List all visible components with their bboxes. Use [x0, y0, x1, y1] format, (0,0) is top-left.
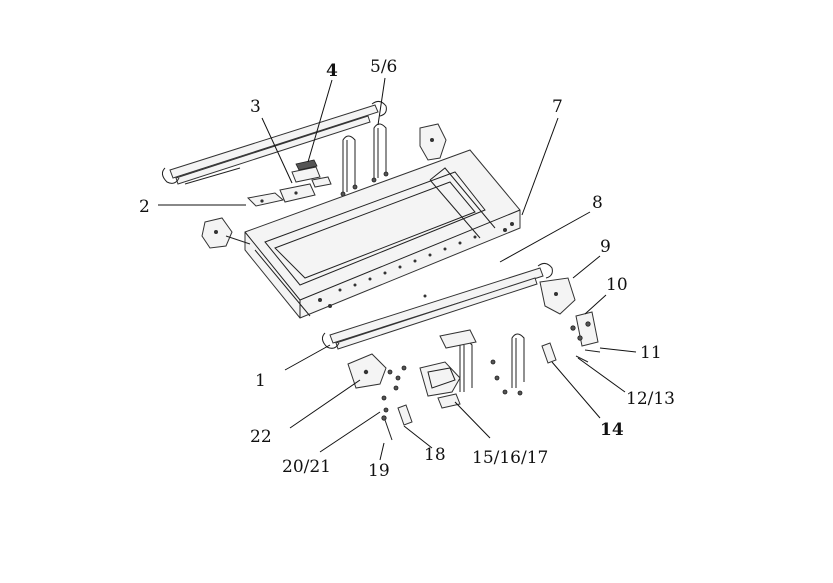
- callout-14: 14: [600, 420, 624, 440]
- callout-9: 9: [600, 237, 611, 257]
- callout-5-6: 5/6: [370, 57, 397, 77]
- callout-7: 7: [552, 97, 563, 117]
- spring-pin: [541, 342, 557, 364]
- callout-4: 4: [326, 61, 338, 81]
- small-hardware: [381, 365, 413, 441]
- frame-holes: [318, 222, 514, 308]
- callout-3: 3: [250, 97, 261, 117]
- callout-1: 1: [255, 371, 266, 391]
- callout-2: 2: [139, 197, 150, 217]
- callout-18: 18: [424, 445, 446, 465]
- upper-leaf-spring: [161, 100, 387, 185]
- shackle-parts: [570, 311, 601, 363]
- callout-19: 19: [368, 461, 390, 481]
- callout-22: 22: [250, 427, 272, 447]
- callout-15-16-17: 15/16/17: [472, 448, 548, 468]
- lower-leaf-spring: [321, 262, 553, 350]
- left-hanger-bracket: [201, 217, 251, 249]
- callout-12-13: 12/13: [626, 389, 675, 409]
- lower-u-bolts: [419, 329, 525, 409]
- main-frame: [244, 123, 521, 319]
- front-hanger-bracket: [347, 353, 387, 389]
- leader-lines: [158, 77, 637, 461]
- callout-20-21: 20/21: [282, 457, 331, 477]
- callout-10: 10: [606, 275, 628, 295]
- right-hanger-bracket: [539, 277, 576, 315]
- callout-8: 8: [592, 193, 603, 213]
- callout-11: 11: [640, 343, 662, 363]
- upper-u-bolts: [340, 123, 389, 197]
- upper-spring-pads: [246, 159, 332, 207]
